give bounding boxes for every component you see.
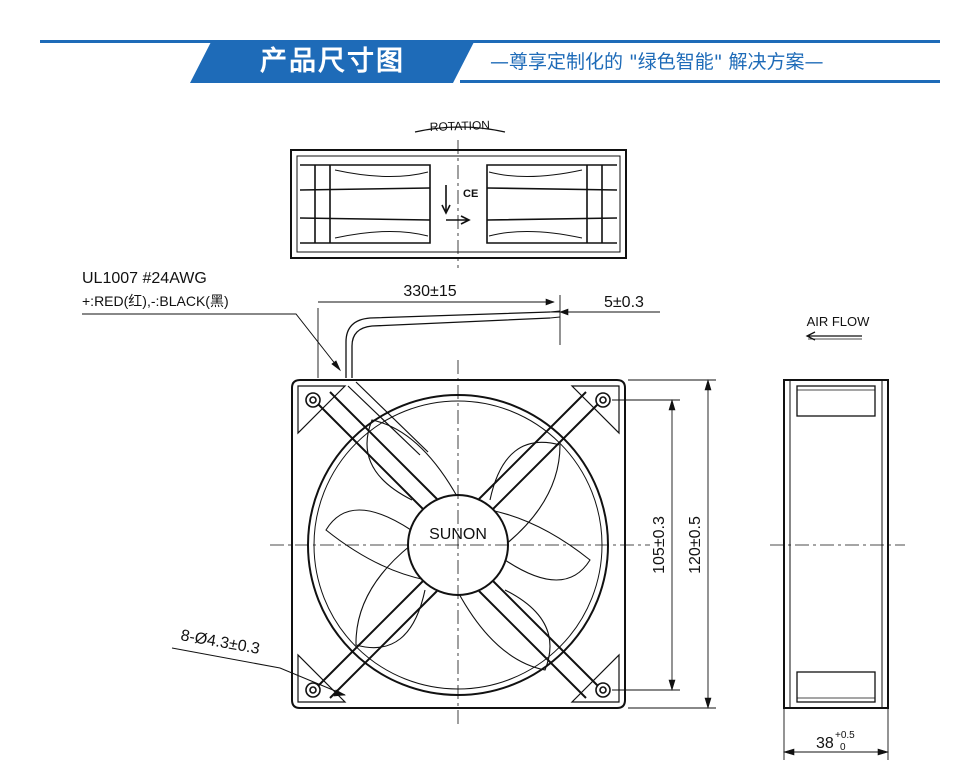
- depth-value: 38: [816, 735, 834, 752]
- depth-tolerance-upper: +0.5: [835, 730, 855, 741]
- strip-length-dim: 5±0.3: [604, 294, 644, 311]
- rotation-label: ROTATION: [430, 118, 491, 134]
- header-rule-bottom: [460, 80, 940, 83]
- front-view: SUNON 8-Ø4.3±0.3: [171, 360, 650, 725]
- header-subtitle: —尊享定制化的 "绿色智能" 解决方案—: [490, 51, 824, 73]
- brand-label: SUNON: [429, 526, 487, 543]
- header-rule-top: [40, 40, 940, 43]
- side-view: AIR FLOW 38 +0.5 0: [770, 314, 905, 760]
- header-title: 产品尺寸图: [260, 46, 405, 77]
- depth-tolerance-lower: 0: [840, 742, 846, 753]
- ce-mark: CE: [463, 188, 478, 200]
- wire-spec-label: UL1007 #24AWG: [82, 270, 207, 287]
- lead-length-dim: 330±15: [403, 283, 456, 300]
- wire-callout: UL1007 #24AWG +:RED(红),-:BLACK(黑) 330±15…: [82, 270, 660, 378]
- top-view: ROTATION CE: [290, 118, 627, 268]
- hole-spacing-dim: 105±0.3: [651, 516, 668, 574]
- header-tab: [190, 40, 475, 83]
- page-header: 产品尺寸图 —尊享定制化的 "绿色智能" 解决方案—: [0, 0, 980, 90]
- wire-color-label: +:RED(红),-:BLACK(黑): [82, 293, 229, 309]
- front-dimensions: 105±0.3 120±0.5: [612, 378, 716, 710]
- airflow-label: AIR FLOW: [807, 314, 871, 329]
- mount-holes-label: 8-Ø4.3±0.3: [179, 627, 261, 658]
- frame-size-dim: 120±0.5: [687, 516, 704, 574]
